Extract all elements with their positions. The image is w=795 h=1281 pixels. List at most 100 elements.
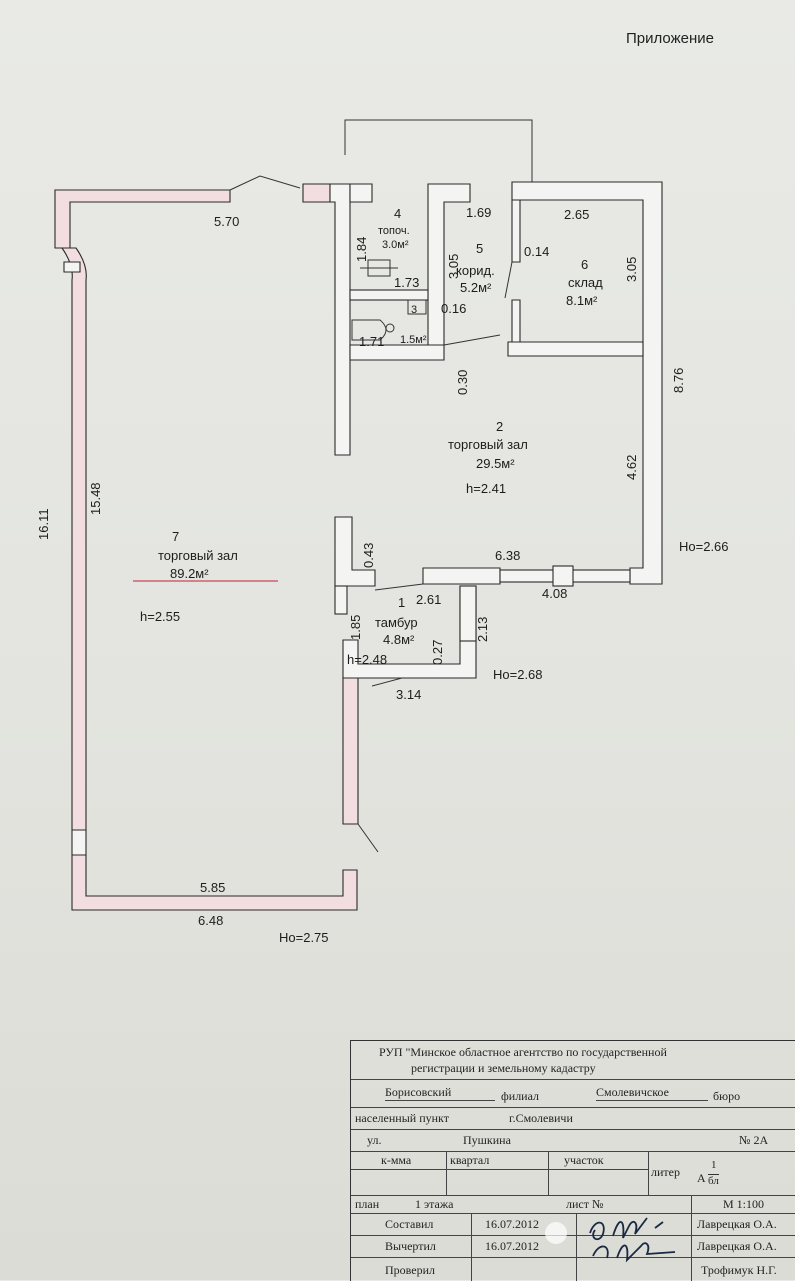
stamp-row-checked: Проверил Трофимук Н.Г.: [351, 1257, 795, 1281]
litera-label: литер: [651, 1165, 680, 1179]
room5-no: 5: [476, 241, 483, 256]
cell-scale-sep: [691, 1195, 692, 1213]
dim-570: 5.70: [214, 214, 239, 229]
dim-261: 2.61: [416, 592, 441, 607]
door-bottom: [357, 823, 379, 853]
plan-label: план: [355, 1197, 380, 1211]
wall-inner-right: [342, 677, 359, 825]
cell-drawn-label: Вычертил: [351, 1235, 472, 1257]
dim-173: 1.73: [394, 275, 419, 290]
wall-room3-bottom: [349, 344, 445, 361]
room6-name: склад: [568, 275, 603, 290]
appendix-label: Приложение: [626, 30, 714, 47]
door-room6: [504, 261, 513, 299]
dim-016: 0.16: [441, 301, 466, 316]
room7-area: 89.2м²: [170, 566, 209, 581]
checked-name: Трофимук Н.Г.: [701, 1263, 777, 1277]
dim-213: 2.13: [475, 617, 490, 642]
cell-drawn-sign: [576, 1235, 692, 1257]
room4-area: 3.0м²: [382, 239, 409, 251]
cell-drawn-date: 16.07.2012: [471, 1235, 577, 1257]
room6-no: 6: [581, 257, 588, 272]
door-top: [229, 175, 301, 191]
wall-right-outer: [511, 181, 663, 585]
compiled-name: Лаврецкая О.А.: [697, 1217, 777, 1231]
signature-drawn: [592, 1242, 676, 1263]
height-268: Но=2.68: [493, 667, 543, 682]
dim-185: 1.85: [348, 615, 363, 640]
cell-checked-date: [471, 1257, 577, 1281]
dim-014: 0.14: [524, 244, 549, 259]
cell-empty-2: [446, 1169, 549, 1195]
dim-305a: 3.05: [446, 254, 461, 279]
room5-name: корид.: [456, 263, 495, 278]
fixture-icon: [407, 299, 427, 315]
room6-area: 8.1м²: [566, 293, 598, 308]
dim-638: 6.38: [495, 548, 520, 563]
dim-1611: 16.11: [36, 508, 51, 540]
dim-462: 4.62: [624, 455, 639, 480]
branch-label: филиал: [501, 1089, 540, 1103]
cell-empty-3: [548, 1169, 649, 1195]
room2-name: торговый зал: [448, 437, 528, 452]
litera-value: А: [697, 1171, 706, 1185]
dim-648: 6.48: [198, 913, 223, 928]
branch-value: Борисовский: [385, 1085, 495, 1101]
room1-no: 1: [398, 595, 405, 610]
cell-checked-label: Проверил: [351, 1257, 472, 1281]
stamp-row-street: ул. Пушкина № 2А: [351, 1129, 795, 1152]
height-275: Но=2.75: [279, 930, 329, 945]
scale-value: М 1:100: [723, 1197, 765, 1211]
dim-305b: 3.05: [624, 257, 639, 282]
kmma-label: к-мма: [381, 1153, 412, 1167]
stamp-row-plan: план 1 этажа лист № М 1:100: [351, 1195, 795, 1214]
dim-585: 5.85: [200, 880, 225, 895]
settlement-label: населенный пункт: [355, 1111, 449, 1125]
cell-uchastok: участок: [548, 1151, 649, 1170]
cell-kmma: к-мма: [351, 1151, 447, 1170]
stamp-row-branch: Борисовский филиал Смолевичское бюро: [351, 1079, 795, 1108]
street-label: ул.: [367, 1133, 382, 1147]
room2-no: 2: [496, 419, 503, 434]
settlement-value: г.Смолевичи: [509, 1111, 573, 1125]
floor-plan: 5.70 16.11 15.48 5.85 6.48 Но=2.75 7 тор…: [36, 119, 729, 945]
kvartal-label: квартал: [450, 1153, 490, 1167]
dim-184: 1.84: [354, 237, 369, 262]
drawn-date: 16.07.2012: [485, 1239, 539, 1253]
checked-label: Проверил: [385, 1263, 435, 1277]
cell-compiled-sign: [576, 1213, 692, 1235]
pier-hall2-bottom: [552, 565, 574, 587]
wall-room4-3: [349, 289, 429, 301]
room1-area: 4.8м²: [383, 632, 415, 647]
dim-876: 8.76: [671, 368, 686, 393]
drawn-name: Лаврецкая О.А.: [697, 1239, 777, 1253]
room3-no: 3: [411, 304, 417, 316]
wall-bottom: [71, 854, 358, 911]
cell-empty-1: [351, 1169, 447, 1195]
dim-265: 2.65: [564, 207, 589, 222]
room1-name: тамбур: [375, 615, 418, 630]
compiled-date: 16.07.2012: [485, 1217, 539, 1231]
wall-room4-top: [349, 183, 373, 203]
dim-027: 0.27: [430, 640, 445, 665]
window-left-top: [63, 261, 81, 273]
sheet-label: лист №: [566, 1197, 604, 1211]
room3-area: 1.5м²: [400, 334, 427, 346]
stamp-row-settlement: населенный пункт г.Смолевичи: [351, 1107, 795, 1130]
room7-height: h=2.55: [140, 609, 180, 624]
house-number: № 2А: [739, 1133, 769, 1147]
window-left-bottom: [71, 829, 87, 856]
dim-169: 1.69: [466, 205, 491, 220]
room5-area: 5.2м²: [460, 280, 492, 295]
litera-numerator: 1: [711, 1159, 717, 1171]
room7-no: 7: [172, 529, 179, 544]
title-block: РУП "Минское областное агентство по госу…: [350, 1040, 795, 1281]
wall-tambour-left-upper: [334, 585, 348, 615]
watermark-icon: [545, 1222, 567, 1244]
cell-compiled-label: Составил: [351, 1213, 472, 1235]
signature-compiled: [589, 1217, 664, 1241]
door-room5: [443, 334, 501, 346]
wall-room6-bottom: [507, 341, 644, 357]
dim-030: 0.30: [455, 370, 470, 395]
bureau-value: Смолевичское: [596, 1085, 708, 1101]
